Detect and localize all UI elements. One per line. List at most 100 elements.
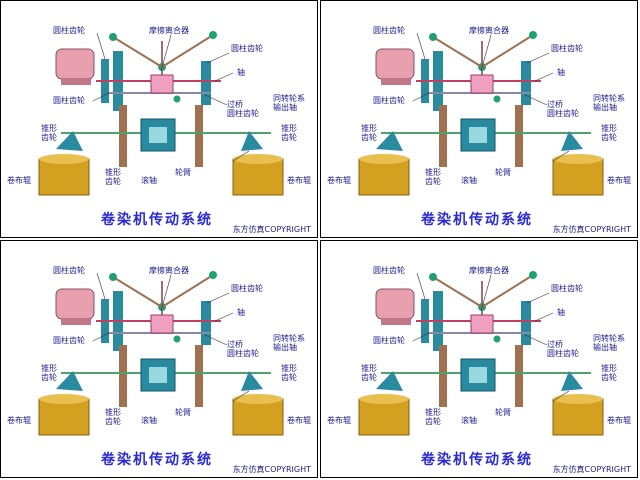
- cloth-roll-icon: [358, 158, 410, 196]
- label-cylindrical-gear: 圆柱齿轮: [551, 44, 583, 53]
- label-bevel-gear: 锥形 齿轮: [425, 168, 441, 186]
- copyright-text: 东方仿真COPYRIGHT: [552, 465, 631, 474]
- label-differential-output: 同转轮系 输出轴: [593, 94, 625, 112]
- copyright-text: 东方仿真COPYRIGHT: [552, 225, 631, 234]
- label-cylindrical-gear: 圆柱齿轮: [53, 26, 85, 35]
- bevel-gear-icon: [241, 371, 263, 391]
- label-friction-clutch: 摩擦离合器: [469, 266, 509, 275]
- label-bevel-gear: 锥形 齿轮: [105, 408, 121, 426]
- label-shaft: 轴: [557, 68, 565, 77]
- copyright-text: 东方仿真COPYRIGHT: [232, 465, 311, 474]
- clutch-icon: [470, 74, 494, 94]
- label-idler-gear: 过桥 圆柱齿轮: [227, 340, 259, 358]
- label-cloth-roll: 卷布辊: [287, 176, 311, 185]
- label-differential-output: 同转轮系 输出轴: [593, 334, 625, 352]
- label-idler-gear: 过桥 圆柱齿轮: [227, 100, 259, 118]
- label-cylindrical-gear: 圆柱齿轮: [53, 96, 85, 105]
- transmission-drawing: [38, 271, 284, 436]
- label-cylindrical-gear: 圆柱齿轮: [373, 96, 405, 105]
- label-roller-shaft: 滚轴: [461, 416, 477, 425]
- label-friction-clutch: 摩擦离合器: [469, 26, 509, 35]
- label-wheel-arm: 轮臂: [175, 408, 191, 417]
- label-bevel-gear: 锥形 齿轮: [41, 364, 57, 382]
- lever-knob-icon: [493, 335, 501, 343]
- gear-icon: [201, 61, 211, 105]
- label-cloth-roll: 卷布辊: [7, 176, 31, 185]
- lever-knob-icon: [429, 273, 437, 281]
- copyright-text: 东方仿真COPYRIGHT: [232, 225, 311, 234]
- transmission-drawing: [358, 271, 604, 436]
- label-bevel-gear: 锥形 齿轮: [601, 364, 617, 382]
- cloth-roll-icon: [552, 158, 604, 196]
- diagram-panel: 圆柱齿轮 摩擦离合器 圆柱齿轮 轴 圆柱齿轮 过桥 圆柱齿轮 同转轮系 输出轴 …: [0, 0, 318, 238]
- lever-knob-icon: [209, 31, 217, 39]
- frame-icon: [439, 345, 447, 407]
- cloth-roll-icon: [232, 398, 284, 436]
- motor-base-icon: [381, 79, 411, 85]
- label-wheel-arm: 轮臂: [495, 168, 511, 177]
- label-idler-gear: 过桥 圆柱齿轮: [547, 100, 579, 118]
- gear-icon: [521, 61, 531, 105]
- motor-icon: [375, 48, 415, 80]
- gear-icon: [201, 301, 211, 345]
- clutch-icon: [470, 314, 494, 334]
- label-cylindrical-gear: 圆柱齿轮: [373, 336, 405, 345]
- label-bevel-gear: 锥形 齿轮: [105, 168, 121, 186]
- label-cylindrical-gear: 圆柱齿轮: [231, 44, 263, 53]
- cloth-roll-icon: [38, 398, 90, 436]
- label-cylindrical-gear: 圆柱齿轮: [373, 26, 405, 35]
- lever-knob-icon: [209, 271, 217, 279]
- diagram-title: 卷染机传动系统: [421, 452, 533, 468]
- lever-knob-icon: [109, 33, 117, 41]
- label-bevel-gear: 锥形 齿轮: [281, 124, 297, 142]
- diagram-title: 卷染机传动系统: [101, 452, 213, 468]
- differential-icon: [460, 358, 496, 392]
- label-shaft: 轴: [237, 308, 245, 317]
- label-wheel-arm: 轮臂: [175, 168, 191, 177]
- label-roller-shaft: 滚轴: [141, 176, 157, 185]
- diagram-title: 卷染机传动系统: [101, 212, 213, 228]
- gear-icon: [521, 301, 531, 345]
- label-cylindrical-gear: 圆柱齿轮: [373, 266, 405, 275]
- frame-icon: [439, 105, 447, 167]
- label-cylindrical-gear: 圆柱齿轮: [551, 284, 583, 293]
- motor-icon: [55, 48, 95, 80]
- motor-icon: [55, 288, 95, 320]
- transmission-drawing: [358, 31, 604, 196]
- frame-icon: [195, 345, 203, 407]
- lever-knob-icon: [529, 271, 537, 279]
- label-shaft: 轴: [237, 68, 245, 77]
- label-cloth-roll: 卷布辊: [327, 416, 351, 425]
- label-bevel-gear: 锥形 齿轮: [361, 364, 377, 382]
- label-bevel-gear: 锥形 齿轮: [425, 408, 441, 426]
- lever-knob-icon: [173, 335, 181, 343]
- clutch-icon: [150, 314, 174, 334]
- motor-base-icon: [381, 319, 411, 325]
- bevel-gear-icon: [561, 371, 583, 391]
- frame-icon: [515, 105, 523, 167]
- label-bevel-gear: 锥形 齿轮: [41, 124, 57, 142]
- bevel-gear-icon: [241, 131, 263, 151]
- label-bevel-gear: 锥形 齿轮: [361, 124, 377, 142]
- label-bevel-gear: 锥形 齿轮: [281, 364, 297, 382]
- lever-knob-icon: [173, 95, 181, 103]
- label-cloth-roll: 卷布辊: [607, 416, 631, 425]
- label-differential-output: 同转轮系 输出轴: [273, 334, 305, 352]
- label-cloth-roll: 卷布辊: [287, 416, 311, 425]
- cloth-roll-icon: [358, 398, 410, 436]
- clutch-icon: [150, 74, 174, 94]
- motor-base-icon: [61, 319, 91, 325]
- label-wheel-arm: 轮臂: [495, 408, 511, 417]
- bevel-gear-icon: [56, 131, 83, 151]
- label-cylindrical-gear: 圆柱齿轮: [53, 336, 85, 345]
- label-roller-shaft: 滚轴: [461, 176, 477, 185]
- frame-icon: [195, 105, 203, 167]
- lever-knob-icon: [429, 33, 437, 41]
- bevel-gear-icon: [376, 131, 403, 151]
- diagram-panel: 圆柱齿轮 摩擦离合器 圆柱齿轮 轴 圆柱齿轮 过桥 圆柱齿轮 同转轮系 输出轴 …: [320, 240, 638, 478]
- transmission-drawing: [38, 31, 284, 196]
- label-cloth-roll: 卷布辊: [7, 416, 31, 425]
- cloth-roll-icon: [38, 158, 90, 196]
- bevel-gear-icon: [376, 371, 403, 391]
